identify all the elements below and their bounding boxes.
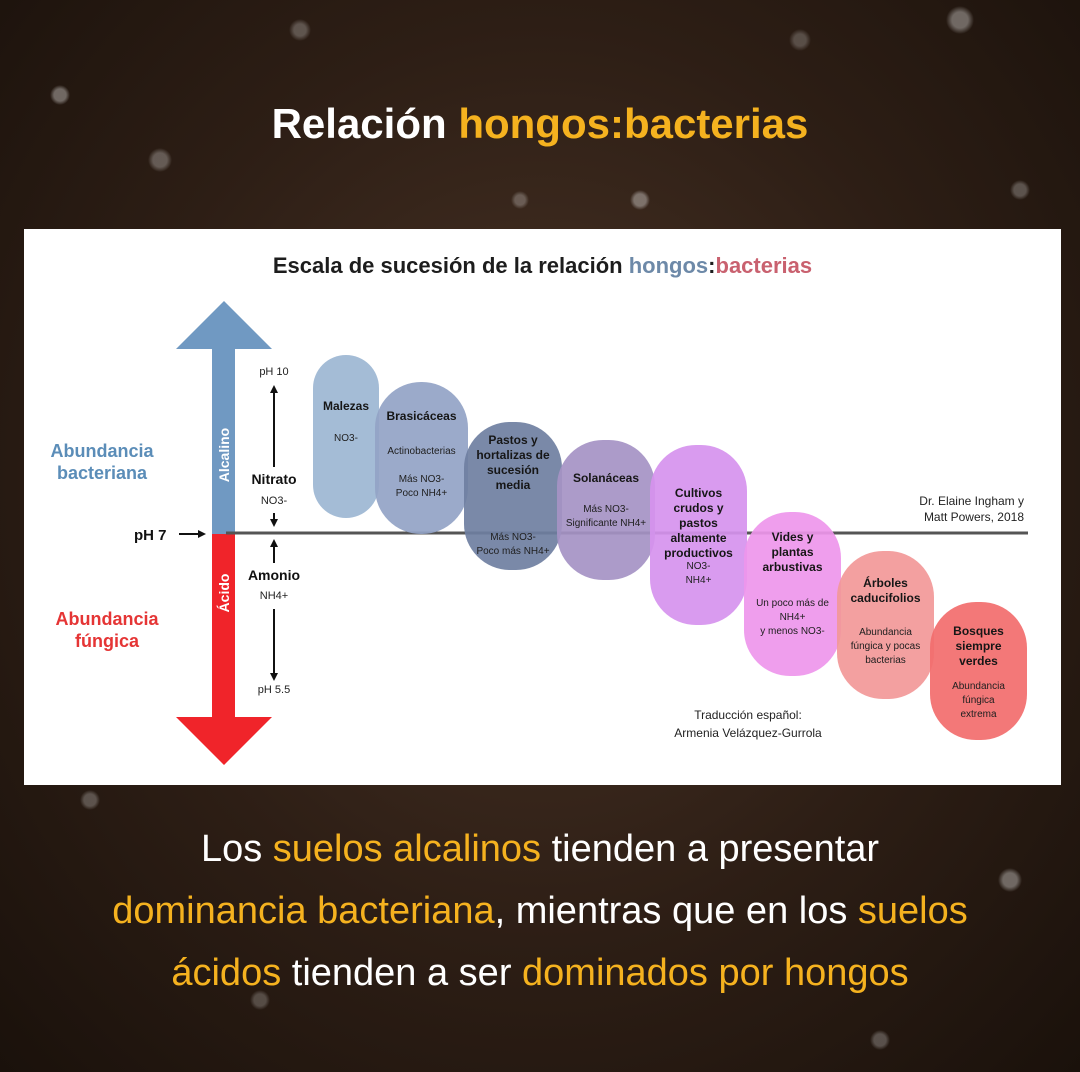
pill-desc-line: bacterias <box>865 655 906 666</box>
pill-desc-line: Actinobacterias <box>387 446 455 457</box>
caption-p2: suelos alcalinos <box>272 828 542 870</box>
pill-title-line: pastos <box>679 516 718 530</box>
ph10-label: pH 10 <box>259 366 288 378</box>
pill-title-line: productivos <box>664 546 733 560</box>
credit-line1: Dr. Elaine Ingham y <box>919 494 1024 508</box>
pill-title-line: caducifolios <box>850 591 920 605</box>
page-title-part2: hongos:bacterias <box>458 100 809 147</box>
nitrate-label: Nitrato <box>251 471 296 487</box>
pill-desc-line: Más NO3- <box>399 474 445 485</box>
pill-shape <box>375 382 468 534</box>
fungal-abundance-line2: fúngica <box>75 631 140 651</box>
pill-desc-line: NO3- <box>334 433 358 444</box>
caption-p7: ácidos <box>171 952 282 994</box>
pill-title-line: Brasicáceas <box>386 409 456 423</box>
diagram-title: Escala de sucesión de la relación hongos… <box>24 253 1061 279</box>
alkaline-label: Alcalino <box>216 428 232 482</box>
pill-title-line: hortalizas de <box>476 448 550 462</box>
acid-label: Ácido <box>216 574 232 613</box>
pill-desc-line: Más NO3- <box>490 532 536 543</box>
pill-desc-line: NH4+ <box>780 612 806 623</box>
pill-shape <box>464 422 562 570</box>
pill-title-line: sucesión <box>487 463 539 477</box>
pill-title-line: Árboles <box>863 575 908 590</box>
diagram-title-hongos: hongos <box>628 253 709 278</box>
pill-title-line: Malezas <box>323 399 369 413</box>
fungal-abundance-line1: Abundancia <box>55 609 159 629</box>
succession-diagram: Alcalino Ácido Abundancia bacteriana Abu… <box>50 301 1028 765</box>
pill-shape <box>930 602 1027 740</box>
pill-desc-line: Significante NH4+ <box>566 518 646 529</box>
pill-desc-line: extrema <box>960 709 997 720</box>
diagram-title-bacterias: bacterias <box>715 253 813 278</box>
caption-p6: suelos <box>857 890 968 932</box>
pill-title-line: crudos y <box>673 501 723 515</box>
page-title: Relación hongos:bacterias <box>0 100 1080 148</box>
pill-desc-line: Más NO3- <box>583 504 629 515</box>
ammonium-formula: NH4+ <box>260 590 288 602</box>
pill-title-line: altamente <box>670 531 726 545</box>
pill-title-line: Vides y <box>772 530 814 544</box>
pill-desc-line: NO3- <box>687 561 711 572</box>
page-title-part1: Relación <box>271 100 447 147</box>
diagram-title-colon: : <box>708 253 716 278</box>
pill-desc-line: Un poco más de <box>756 598 829 609</box>
pill-desc-line: Poco NH4+ <box>396 488 448 499</box>
pill-title-line: Cultivos <box>675 486 723 500</box>
pill-shape <box>650 445 747 625</box>
caption-p3: tienden a presentar <box>541 828 880 870</box>
ph55-label: pH 5.5 <box>258 684 290 696</box>
nitrate-formula: NO3- <box>261 495 288 507</box>
pill-title-line: Solanáceas <box>573 471 639 485</box>
credit-line2: Matt Powers, 2018 <box>924 510 1024 524</box>
alkaline-arrow <box>176 301 272 534</box>
pill-desc-line: fúngica <box>962 695 995 706</box>
pill-title-line: verdes <box>959 654 998 668</box>
translation-line1: Traducción español: <box>694 708 802 722</box>
pill-title-line: Bosques <box>953 624 1004 638</box>
pill-shape <box>744 512 841 676</box>
pill-shape <box>837 551 934 699</box>
caption: Los suelos alcalinos tienden a presentar… <box>40 818 1040 1004</box>
bacterial-abundance-line1: Abundancia <box>50 441 154 461</box>
caption-p4: dominancia bacteriana <box>112 890 495 932</box>
pill-shape <box>313 355 379 518</box>
pill-title-line: siempre <box>955 639 1001 653</box>
caption-p9: dominados por hongos <box>522 952 909 994</box>
acid-arrow <box>176 534 272 765</box>
pill-desc-line: NH4+ <box>686 575 712 586</box>
pill-title-line: Pastos y <box>488 433 538 447</box>
diagram-title-part1: Escala de sucesión de la relación <box>272 253 623 278</box>
pill-title-line: media <box>496 478 531 492</box>
translation-line2: Armenia Velázquez-Gurrola <box>674 726 822 740</box>
pill-desc-line: Abundancia <box>952 681 1005 692</box>
pill-desc-line: Poco más NH4+ <box>476 546 549 557</box>
pill-shape <box>557 440 655 580</box>
ammonium-label: Amonio <box>248 567 300 583</box>
succession-pills: MalezasNO3-BrasicáceasActinobacteriasMás… <box>313 355 1027 740</box>
caption-p5: , mientras que en los <box>494 890 858 932</box>
bacterial-abundance-line2: bacteriana <box>57 463 148 483</box>
caption-p1: Los <box>200 828 273 870</box>
pill-title-line: arbustivas <box>762 560 822 574</box>
pill-title-line: plantas <box>771 545 813 559</box>
caption-p8: tienden a ser <box>281 952 523 994</box>
pill-desc-line: fúngica y pocas <box>851 641 921 652</box>
diagram-panel: Escala de sucesión de la relación hongos… <box>24 229 1061 785</box>
pill-desc-line: Abundancia <box>859 627 912 638</box>
ph7-label: pH 7 <box>134 527 167 544</box>
pill-desc-line: y menos NO3- <box>760 626 824 637</box>
